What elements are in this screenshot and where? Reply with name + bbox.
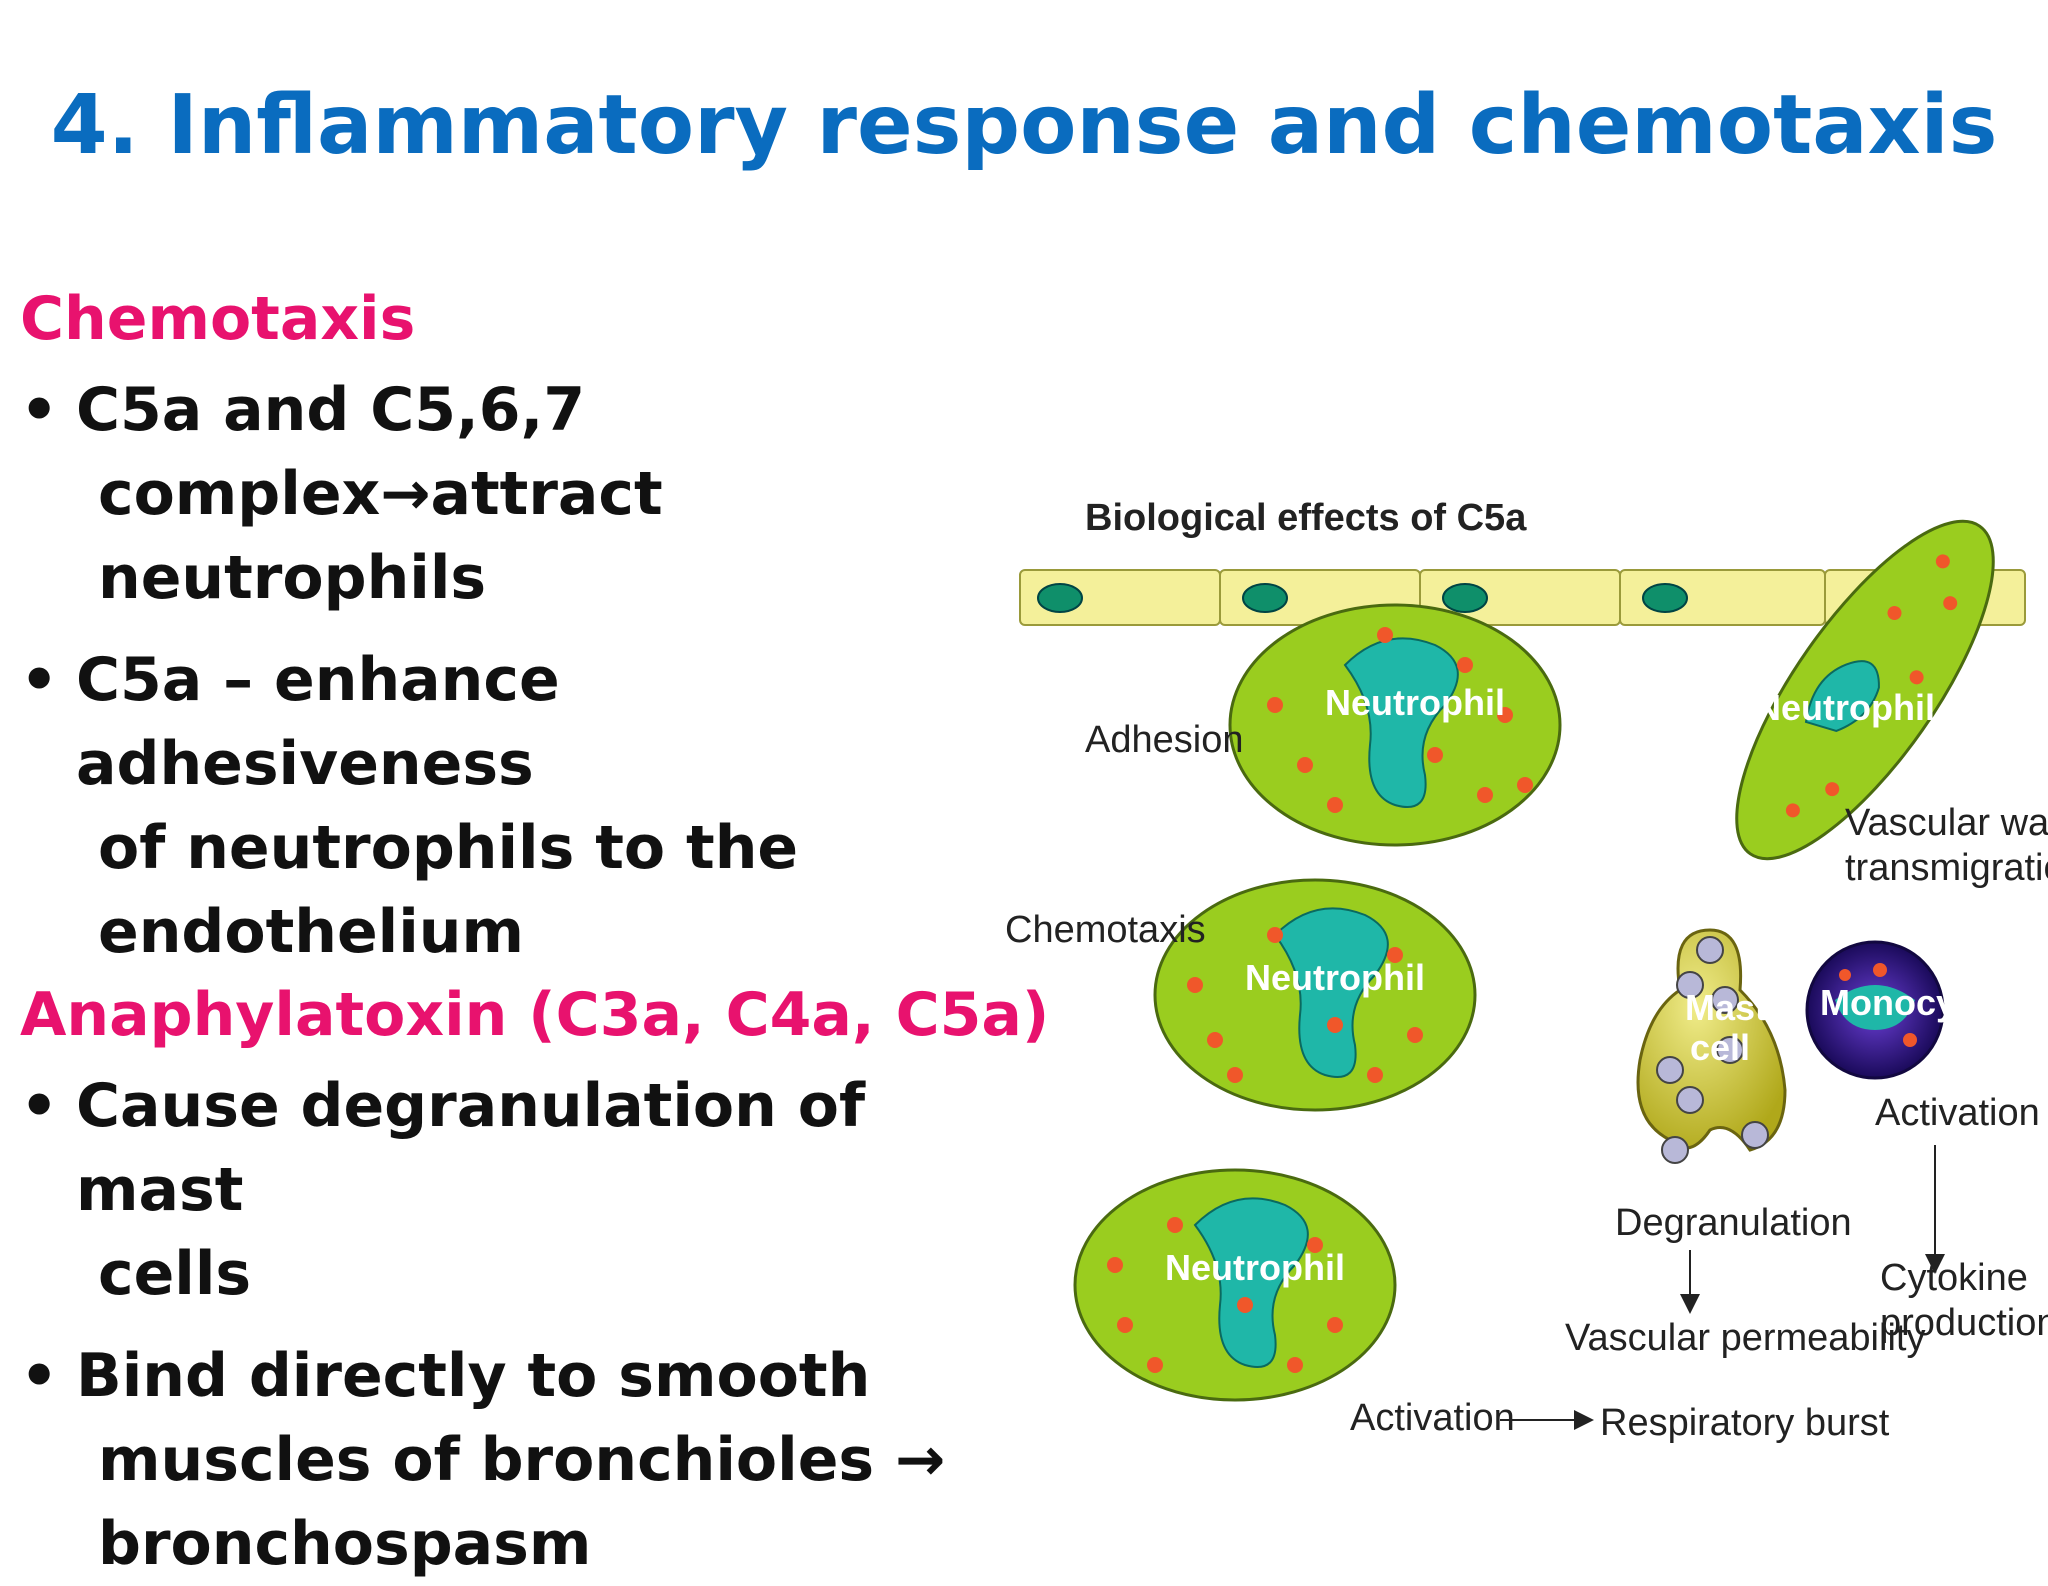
bullet-item: • C5a – enhance adhesiveness of neutroph… xyxy=(20,638,1020,974)
neutrophil-label: Neutrophil xyxy=(1245,957,1425,998)
vascular-wall-label: Vascular wall xyxy=(1845,802,2048,844)
bullet-dot: • xyxy=(20,375,59,445)
cytokine-production-label: production xyxy=(1880,1302,2048,1344)
adhesion-label: Adhesion xyxy=(1085,719,1243,761)
neutrophil-label: Neutrophil xyxy=(1325,682,1505,723)
section-heading-chemotaxis: Chemotaxis xyxy=(20,284,416,354)
bullet-line: C5a – enhance adhesiveness xyxy=(76,645,560,799)
mast-cell: Mast cell xyxy=(1636,928,1787,1164)
page-title: 4. Inflammatory response and chemotaxis xyxy=(50,78,1998,173)
bullet-line: bronchospasm xyxy=(98,1509,592,1579)
neutrophil-label: Neutrophil xyxy=(1755,687,1935,728)
bullet-item: • C5a and C5,6,7 complex→attract neutrop… xyxy=(20,368,1020,620)
text-column: Chemotaxis • C5a and C5,6,7 complex→attr… xyxy=(20,280,1050,1586)
transmigration-label: transmigration xyxy=(1845,847,2048,889)
mast-cell-label: Mast xyxy=(1685,987,1767,1028)
bullet-line: of neutrophils to the xyxy=(98,813,799,883)
neutrophil-label: Neutrophil xyxy=(1165,1247,1345,1288)
bullet-line: cells xyxy=(98,1239,252,1309)
bullet-line: Cause degranulation of mast xyxy=(76,1071,866,1225)
bullet-dot: • xyxy=(20,645,59,715)
bullet-line: Bind directly to smooth xyxy=(76,1341,871,1411)
monocyte-label: Monocyte xyxy=(1820,982,1988,1023)
diagram-title: Biological effects of C5a xyxy=(1085,497,1527,539)
monocyte: Monocyte xyxy=(1805,940,1988,1080)
cytokine-label: Cytokine xyxy=(1880,1257,2028,1299)
bullet-line: neutrophils xyxy=(98,543,487,613)
bullet-line: complex→attract xyxy=(98,459,663,529)
bullet-item: • Cause degranulation of mast cells xyxy=(20,1064,1020,1316)
bullet-dot: • xyxy=(20,1071,59,1141)
bullet-item: • Bind directly to smooth muscles of bro… xyxy=(20,1334,1020,1586)
respiratory-burst-label: Respiratory burst xyxy=(1600,1402,1890,1444)
mast-cell-label: cell xyxy=(1690,1027,1750,1068)
chemotaxis-label: Chemotaxis xyxy=(1005,909,1206,951)
bullet-line: muscles of bronchioles → xyxy=(98,1425,946,1495)
neutrophil-adhesion: Neutrophil xyxy=(1228,603,1562,847)
neutrophil-chemotaxis: Neutrophil xyxy=(1153,878,1477,1112)
bullet-line: C5a and C5,6,7 xyxy=(76,375,586,445)
bullet-line: endothelium xyxy=(98,897,525,967)
c5a-effects-diagram: Biological effects of C5a Neutrophil xyxy=(995,480,2048,1480)
neutrophil-activation: Neutrophil xyxy=(1073,1168,1397,1402)
section-heading-anaphylatoxin: Anaphylatoxin (C3a, C4a, C5a) xyxy=(20,980,1050,1050)
activation-label: Activation xyxy=(1875,1092,2040,1134)
bullet-dot: • xyxy=(20,1341,59,1411)
activation-label: Activation xyxy=(1350,1397,1515,1439)
vascular-permeability-label: Vascular permeability xyxy=(1565,1317,1925,1359)
degranulation-label: Degranulation xyxy=(1615,1202,1852,1244)
neutrophil-transmigrating xyxy=(1735,519,1995,861)
